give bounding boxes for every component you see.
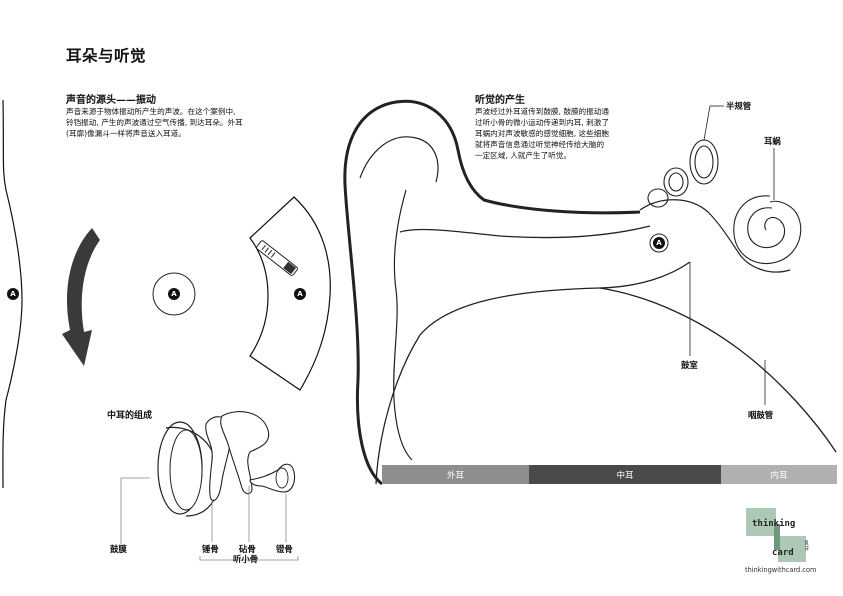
curved-tab-piece (249, 196, 331, 391)
pinna-outline (343, 99, 641, 486)
pinna-inner-fold (393, 189, 413, 461)
hearing-text-line: 声波经过外耳道传到鼓膜, 鼓膜的振动通 (475, 107, 609, 116)
marker-a-ear: A (653, 237, 665, 249)
logo-url: thinkingwithcard.com (745, 566, 817, 574)
bar-middle-ear-label: 中耳 (616, 470, 634, 481)
label-malleus: 锤骨 (202, 544, 219, 554)
source-text-line: 铃铛振动, 产生的声波通过空气传播, 到达耳朵。外耳 (66, 118, 243, 127)
label-stapes: 镫骨 (276, 544, 293, 554)
left-cut-edge (2, 99, 23, 489)
rotate-arrow-icon (62, 228, 100, 366)
logo-word-thinking: thinking (752, 519, 796, 529)
page-title: 耳朵与听觉 (66, 47, 147, 65)
ear-canal-upper (399, 225, 651, 239)
thinkingwithcard-logo (746, 508, 806, 562)
cochlea-spiral (733, 195, 802, 265)
hearing-text-line: 一定区域, 人就产生了听觉。 (475, 151, 571, 160)
label-semicircular-canals: 半规管 (726, 101, 752, 111)
hearing-heading: 听觉的产生 (475, 95, 525, 106)
bell-icon (256, 240, 298, 276)
label-incus: 砧骨 (239, 544, 256, 554)
pinna-inner-fold (359, 136, 439, 183)
semicircular-canals (647, 139, 719, 208)
bar-middle-ear: 中耳 (529, 465, 721, 484)
bar-inner-ear: 内耳 (721, 465, 837, 484)
source-text-line: 声音来源于物体振动所产生的声波。在这个案例中, (66, 107, 236, 116)
label-eustachian-tube: 咽鼓管 (748, 410, 774, 420)
source-text: 声音来源于物体振动所产生的声波。在这个案例中, 铃铛振动, 产生的声波通过空气传… (66, 106, 243, 139)
bar-outer-ear: 外耳 (382, 465, 529, 484)
eardrum-inner (169, 429, 203, 511)
bar-inner-ear-label: 内耳 (770, 470, 788, 481)
bar-outer-ear-label: 外耳 (446, 470, 464, 481)
source-heading: 声音的源头——振动 (66, 95, 156, 106)
marker-a-left: A (7, 288, 19, 300)
label-eardrum: 鼓膜 (110, 544, 127, 554)
label-cochlea: 耳蜗 (764, 136, 781, 146)
incus-shape (220, 411, 270, 495)
ear-canal-lower (375, 261, 691, 485)
logo-word-card: card (772, 548, 794, 558)
marker-a-tab: A (294, 288, 306, 300)
tympanic-lower-line (599, 287, 837, 453)
logo-word-with: with (803, 540, 809, 551)
leader-line (120, 477, 150, 544)
label-ossicles: 听小骨 (233, 554, 259, 564)
hearing-text-line: 耳蜗内对声波敏感的感觉细胞, 这些细胞 (475, 129, 609, 138)
hearing-text-line: 就将声音信息通过听觉神经传给大脑的 (475, 140, 605, 149)
label-tympanic-cavity: 鼓室 (681, 360, 698, 370)
hearing-text: 声波经过外耳道传到鼓膜, 鼓膜的振动通 过听小骨的微小运动传递到内耳, 刺激了 … (475, 106, 609, 161)
middle-ear-heading: 中耳的组成 (107, 411, 153, 421)
hearing-text-line: 过听小骨的微小运动传递到内耳, 刺激了 (475, 118, 609, 127)
inner-ear-body (639, 199, 791, 273)
source-text-line: (耳廓)像漏斗一样将声音送入耳道。 (66, 129, 186, 138)
leader-line (703, 105, 711, 141)
marker-a-center: A (168, 288, 180, 300)
ossicles-bracket (199, 556, 299, 561)
